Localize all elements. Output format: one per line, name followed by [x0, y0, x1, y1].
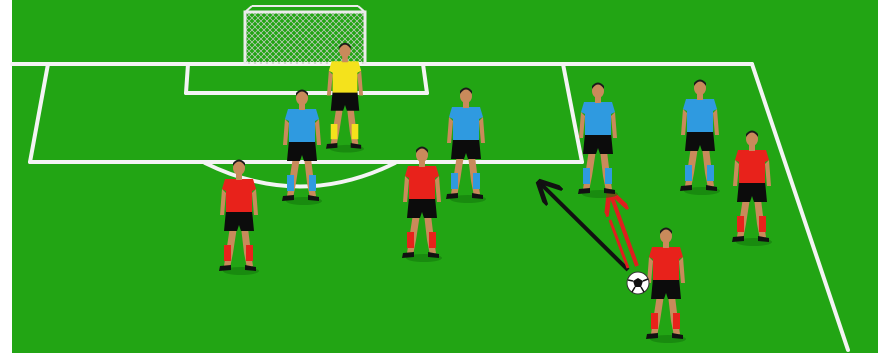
soccer-ball-icon [627, 272, 649, 294]
